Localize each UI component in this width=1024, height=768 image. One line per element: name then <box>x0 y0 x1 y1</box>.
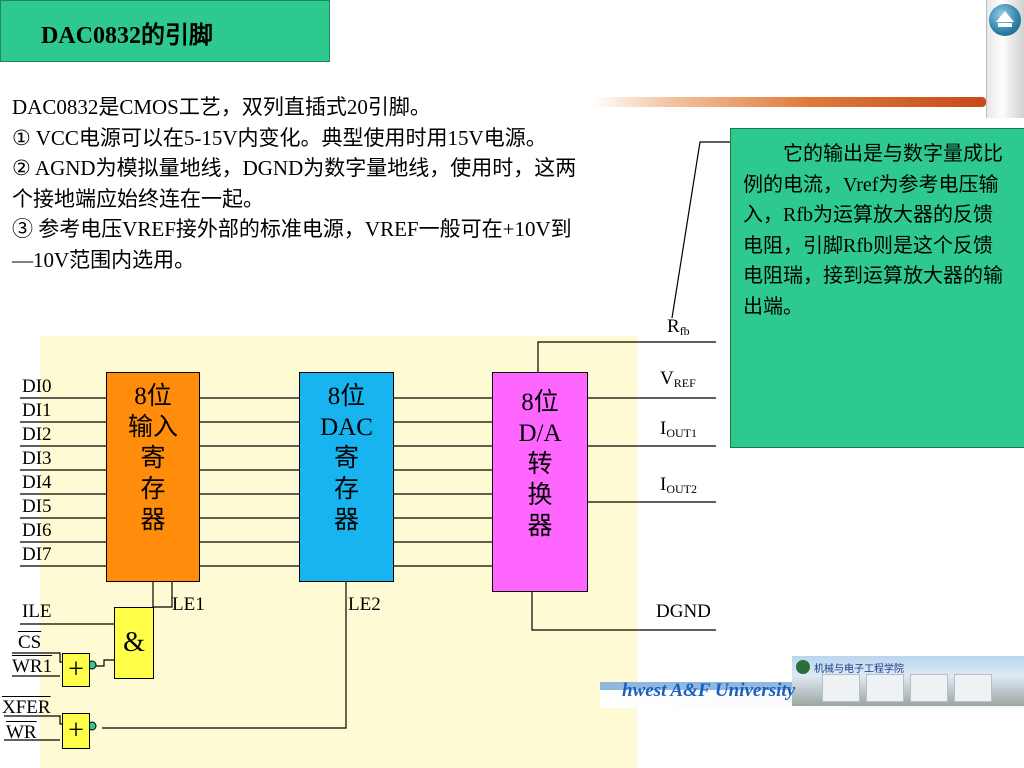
pin-label-di1: DI1 <box>22 400 52 421</box>
input-register-block: 8位 输入 寄 存 器 <box>106 372 200 582</box>
pin-label-di4: DI4 <box>22 472 52 493</box>
pin-label-dgnd: DGND <box>656 601 711 622</box>
pin-label-wr2: WR <box>6 722 37 743</box>
pin-label-ile: ILE <box>22 601 52 622</box>
decorative-line <box>592 97 986 107</box>
description-line: ② AGND为模拟量地线，DGND为数字量地线，使用时，这两个接地端应始终连在一… <box>12 156 577 211</box>
da-converter-block: 8位 D/A 转 换 器 <box>492 372 588 592</box>
pin-label-le1: LE1 <box>172 594 205 615</box>
pin-label-di6: DI6 <box>22 520 52 541</box>
college-tag: 机械与电子工程学院 <box>814 664 904 675</box>
dac-register-block: 8位 DAC 寄 存 器 <box>299 372 394 582</box>
or-gate-1: + <box>62 653 90 687</box>
pin-label-iout1: IOUT1 <box>660 418 697 440</box>
description-line: ① VCC电源可以在5-15V内变化。典型使用时用15V电源。 <box>12 125 547 150</box>
pin-label-di5: DI5 <box>22 496 52 517</box>
or-gate-2: + <box>62 713 90 749</box>
note-text: 它的输出是与数字量成比例的电流，Vref为参考电压输入，Rfb为运算放大器的反馈… <box>743 143 1003 318</box>
pin-label-di7: DI7 <box>22 544 52 565</box>
university-text: hwest A&F University <box>622 680 796 701</box>
pin-label-iout2: IOUT2 <box>660 474 697 496</box>
pin-label-le2: LE2 <box>348 594 381 615</box>
description-line: DAC0832是CMOS工艺，双列直插式20引脚。 <box>12 95 431 119</box>
note-box: 它的输出是与数字量成比例的电流，Vref为参考电压输入，Rfb为运算放大器的反馈… <box>730 128 1024 448</box>
pin-label-vref: VREF <box>660 368 696 390</box>
nav-up-button[interactable] <box>986 0 1024 118</box>
pin-label-cs: CS <box>18 632 42 653</box>
university-logo <box>796 660 810 674</box>
description-line: ③ 参考电压VREF接外部的标准电源，VREF一般可在+10V到—10V范围内选… <box>12 217 572 272</box>
slide-title: DAC0832的引脚 <box>41 23 213 49</box>
title-box: DAC0832的引脚 <box>0 0 330 62</box>
pin-label-xfer: XFER <box>2 697 51 718</box>
description: DAC0832是CMOS工艺，双列直插式20引脚。 ① VCC电源可以在5-15… <box>12 92 587 275</box>
and-gate: & <box>114 607 154 679</box>
pin-label-rfb: Rfb <box>667 316 690 338</box>
pin-label-di3: DI3 <box>22 448 52 469</box>
pin-label-di0: DI0 <box>22 376 52 397</box>
pin-label-di2: DI2 <box>22 424 52 445</box>
campus-photo: 机械与电子工程学院 <box>792 656 1024 706</box>
pin-label-wr1: WR1 <box>12 656 53 677</box>
